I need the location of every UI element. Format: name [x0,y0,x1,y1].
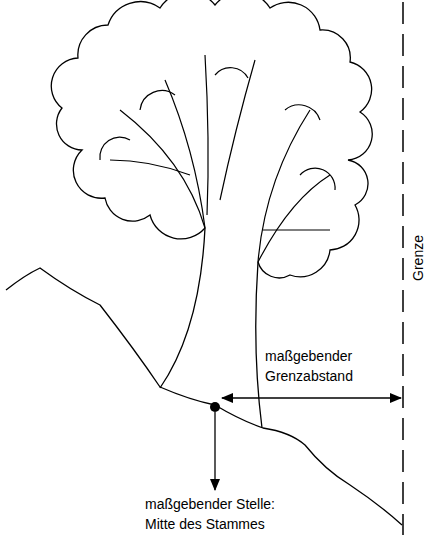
point-label: maßgebender Stelle: Mitte des Stammes [145,494,285,534]
boundary-label: Grenze [408,232,428,284]
tree-branches [100,55,335,262]
center-dot [210,402,220,412]
ground-line [6,268,402,525]
distance-arrow [222,397,401,398]
boundary-line [402,2,404,535]
tree-trunk [256,262,262,428]
tree-crown [51,0,372,278]
leader-arrow [214,412,215,490]
tree-trunk [160,228,205,388]
distance-label: maßgebender Grenzabstand [265,346,370,386]
